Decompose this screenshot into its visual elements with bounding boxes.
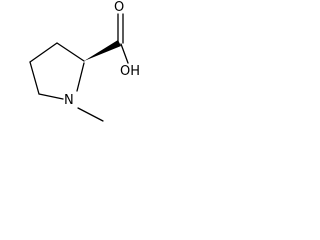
bond-c2-c3 xyxy=(56,42,85,62)
atom-label-hydroxyl: OH xyxy=(120,64,140,79)
bond-c-oh xyxy=(120,43,129,64)
bond-c4-c5 xyxy=(29,61,40,95)
bond-c3-c4 xyxy=(29,42,58,63)
bond-n-c2 xyxy=(76,62,85,92)
bond-n-methyl xyxy=(77,107,104,122)
molecule-structure: O OH N xyxy=(29,0,140,122)
atom-label-nitrogen: N xyxy=(64,93,74,108)
wedge-bond xyxy=(84,40,121,61)
atom-label-carbonyl-oxygen: O xyxy=(114,0,124,15)
bond-c5-n xyxy=(38,93,64,100)
